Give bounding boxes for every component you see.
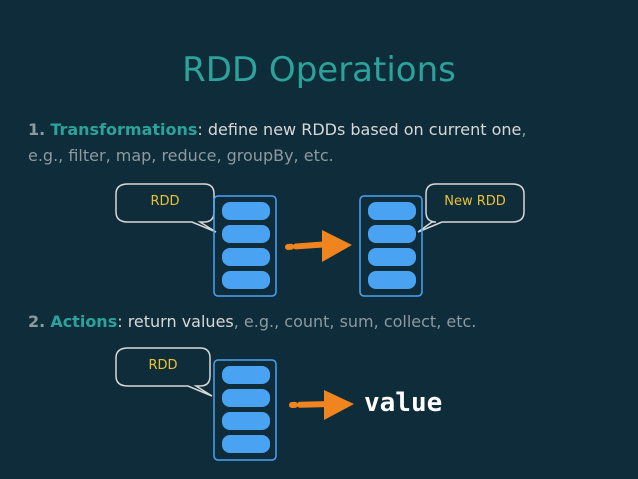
rdd-speech-bubble [115, 347, 213, 397]
arrow-right-icon [285, 230, 352, 262]
item-number: 2. [28, 312, 46, 331]
actions-keyword: Actions [50, 312, 118, 331]
rdd-label: RDD [150, 194, 180, 209]
transformations-keyword: Transformations [50, 120, 198, 139]
actions-examples: , e.g., count, sum, collect, etc. [233, 312, 477, 331]
transformations-examples: e.g., filter, map, reduce, groupBy, etc. [28, 146, 334, 165]
rdd-speech-bubble [115, 183, 217, 233]
actions-line: 2. Actions: return values, e.g., count, … [28, 312, 476, 331]
transformations-line: 1. Transformations: define new RDDs base… [28, 120, 526, 139]
rdd-partitions-stack [213, 195, 277, 297]
slide-title: RDD Operations [182, 50, 456, 90]
value-label: value [364, 388, 443, 418]
actions-description: : return values [117, 312, 234, 331]
item-number: 1. [28, 120, 46, 139]
new-rdd-speech-bubble [417, 183, 525, 233]
transformations-description: : define new RDDs based on current one [197, 120, 522, 139]
rdd-label: RDD [148, 358, 178, 373]
rdd-partitions-stack [213, 359, 277, 461]
comma: , [521, 120, 527, 139]
new-rdd-label: New RDD [444, 194, 506, 209]
new-rdd-partitions-stack [359, 195, 423, 297]
arrow-right-icon [289, 390, 354, 420]
